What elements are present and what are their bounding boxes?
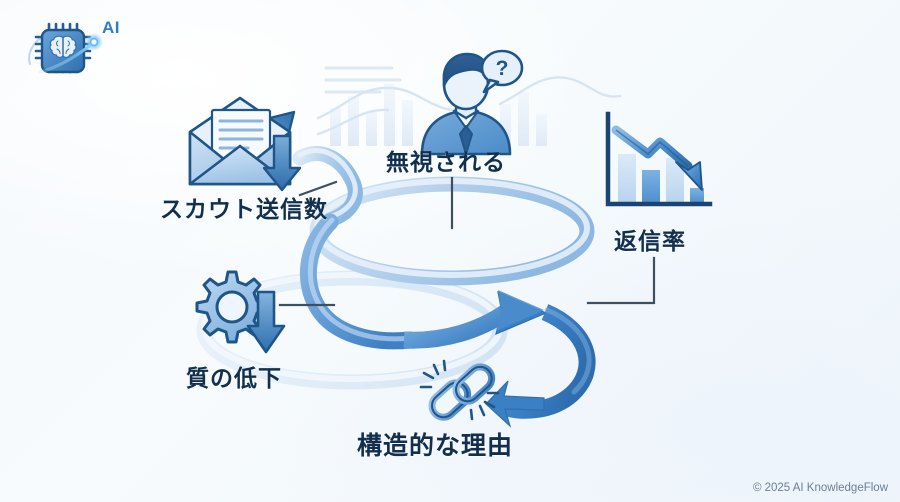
logo-text: AI	[102, 18, 120, 37]
logo: AI	[22, 12, 132, 78]
gear-with-down-arrow-icon	[184, 266, 300, 362]
person-with-question-icon: ?	[404, 48, 526, 156]
spiral-right-arrow	[403, 290, 548, 349]
connector-scout	[298, 180, 338, 197]
svg-text:?: ?	[496, 57, 509, 80]
gear-shape	[195, 270, 269, 344]
connector-reply	[586, 256, 656, 305]
broken-chain-link-icon	[414, 357, 512, 429]
question-bubble: ?	[480, 49, 524, 94]
envelope-with-arrows-icon	[182, 88, 310, 196]
ai-chip-brain-icon	[28, 22, 103, 74]
label-quality-decline: 質の低下	[186, 366, 282, 392]
spiral-bottom-sweep	[485, 304, 596, 428]
gear-down-arrow	[246, 290, 286, 354]
label-scout-sent-count: スカウト送信数	[160, 197, 328, 223]
spiral-entry-tail	[292, 146, 363, 228]
burst-lines	[419, 359, 500, 421]
label-reply-rate: 返信率	[614, 229, 686, 255]
declining-bar-chart-icon	[592, 104, 716, 216]
label-ignored: 無視される	[386, 150, 506, 176]
copyright-footer: © 2025 AI KnowledgeFlow	[752, 482, 888, 494]
down-arrow	[262, 134, 302, 192]
label-structural-reason: 構造的な理由	[357, 431, 514, 460]
